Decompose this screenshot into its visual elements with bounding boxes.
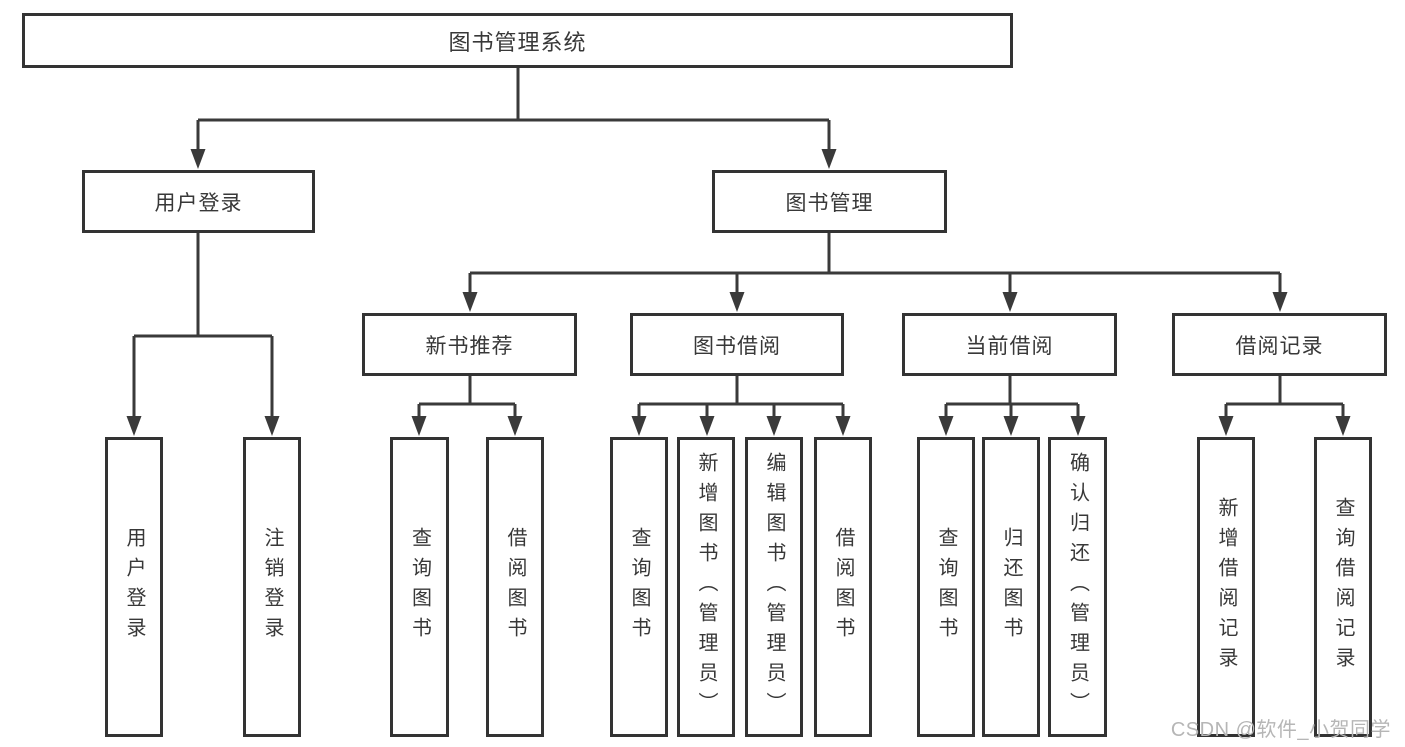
csdn-watermark: CSDN @软件_小贺同学 <box>1170 719 1391 741</box>
leaf-logout-label: 注销登录 <box>261 527 283 647</box>
leaf-cb-confirm-return-admin-label: 确认归还（管理员） <box>1066 452 1089 722</box>
leaf-nb-borrow-book-label: 借阅图书 <box>504 527 526 647</box>
leaf-nb-borrow-book: 借阅图书 <box>486 437 544 737</box>
leaf-br-query-record: 查询借阅记录 <box>1314 437 1372 737</box>
leaf-br-add-record-label: 新增借阅记录 <box>1215 497 1237 677</box>
leaf-user-login: 用户登录 <box>105 437 163 737</box>
leaf-logout: 注销登录 <box>243 437 301 737</box>
leaf-cb-return-book: 归还图书 <box>982 437 1040 737</box>
node-user-login: 用户登录 <box>82 170 315 233</box>
leaf-br-add-record: 新增借阅记录 <box>1197 437 1255 737</box>
node-book-management: 图书管理 <box>712 170 947 233</box>
leaf-bb-edit-book-admin: 编辑图书（管理员） <box>745 437 803 737</box>
leaf-bb-add-book-admin-label: 新增图书（管理员） <box>695 452 717 722</box>
node-new-book-recommend-label: 新书推荐 <box>425 334 514 358</box>
leaf-bb-borrow-book: 借阅图书 <box>814 437 872 737</box>
node-root-label: 图书管理系统 <box>448 29 587 55</box>
leaf-user-login-label: 用户登录 <box>123 527 145 647</box>
tree-edges <box>132 66 1345 419</box>
node-book-borrow: 图书借阅 <box>630 313 844 376</box>
leaf-bb-query-book-label: 查询图书 <box>628 527 650 647</box>
leaf-br-query-record-label: 查询借阅记录 <box>1332 497 1354 677</box>
node-user-login-label: 用户登录 <box>154 191 243 215</box>
node-borrow-records-label: 借阅记录 <box>1235 334 1324 358</box>
leaf-nb-query-book: 查询图书 <box>390 437 449 737</box>
node-book-borrow-label: 图书借阅 <box>693 334 781 358</box>
leaf-bb-query-book: 查询图书 <box>610 437 668 737</box>
leaf-cb-return-book-label: 归还图书 <box>1000 527 1022 647</box>
node-book-management-label: 图书管理 <box>785 191 874 215</box>
node-current-borrow: 当前借阅 <box>902 313 1117 376</box>
node-borrow-records: 借阅记录 <box>1172 313 1387 376</box>
leaf-cb-query-book-label: 查询图书 <box>935 527 957 647</box>
leaf-bb-borrow-book-label: 借阅图书 <box>832 527 854 647</box>
leaf-nb-query-book-label: 查询图书 <box>408 527 431 647</box>
leaf-cb-query-book: 查询图书 <box>917 437 975 737</box>
leaf-cb-confirm-return-admin: 确认归还（管理员） <box>1048 437 1107 737</box>
node-current-borrow-label: 当前借阅 <box>965 334 1054 358</box>
node-root: 图书管理系统 <box>22 13 1013 68</box>
arrowheads <box>126 149 1351 436</box>
leaf-bb-edit-book-admin-label: 编辑图书（管理员） <box>763 452 785 722</box>
leaf-bb-add-book-admin: 新增图书（管理员） <box>677 437 735 737</box>
node-new-book-recommend: 新书推荐 <box>362 313 577 376</box>
